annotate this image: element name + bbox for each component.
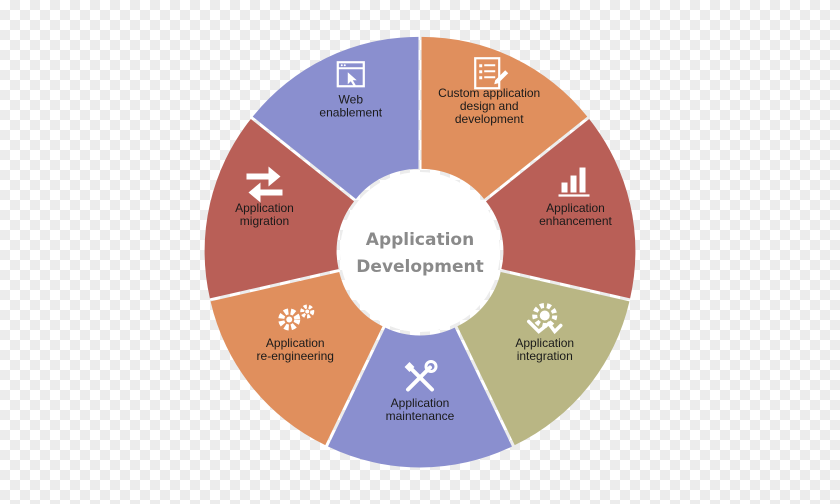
segment-label: Application: [391, 396, 450, 410]
center-title-line2: Development: [356, 257, 483, 277]
segment-shape: [328, 327, 512, 468]
segment-label: re-engineering: [257, 349, 334, 363]
segment-label: development: [455, 112, 524, 126]
segment-label: Application: [515, 336, 574, 350]
segment-label: Web: [339, 93, 364, 107]
document-edit-icon: [474, 57, 509, 90]
segment-label: Application: [546, 201, 605, 215]
segment-label: enablement: [319, 106, 382, 120]
arrows-swap-icon: [246, 166, 283, 203]
cursor-window-icon: [336, 61, 365, 88]
segment-shape: [457, 271, 630, 446]
center-title-line1: Application: [366, 230, 474, 250]
center-hub: [340, 172, 500, 332]
segment-label: Custom application: [438, 86, 540, 100]
segment-label: Application: [266, 336, 325, 350]
gears-icon: [278, 304, 315, 331]
segment-label: enhancement: [539, 214, 612, 228]
segment-shape: [252, 36, 419, 199]
segment-label: integration: [517, 349, 573, 363]
segment-label: maintenance: [386, 409, 455, 423]
bar-chart-icon: [558, 167, 590, 197]
segment-shape: [210, 271, 383, 446]
segment-label: Application: [235, 201, 294, 215]
segment-shape: [485, 119, 636, 299]
segment-shape: [204, 119, 355, 299]
puzzle-gear-icon: [526, 302, 563, 335]
segment-label: migration: [240, 214, 289, 228]
segment-shape: [421, 36, 588, 199]
segment-label: design and: [460, 99, 519, 113]
